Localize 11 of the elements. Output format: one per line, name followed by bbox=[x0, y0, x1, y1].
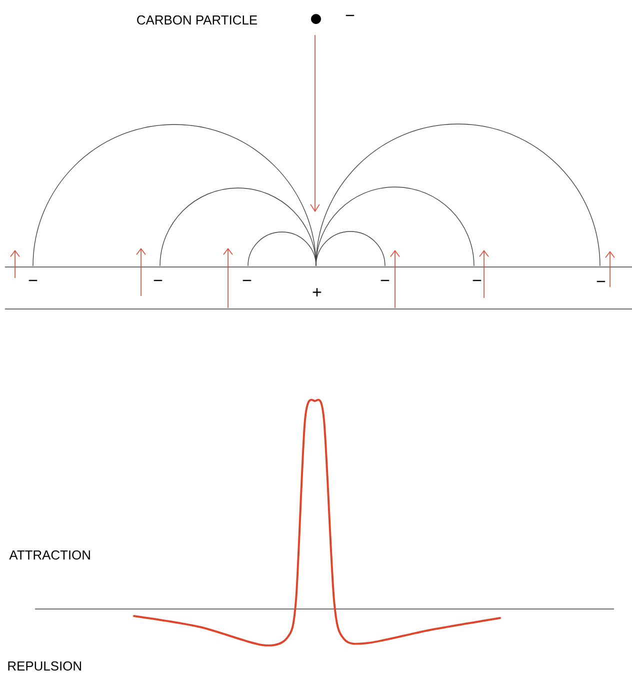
charge-sign: − bbox=[596, 280, 606, 282]
charge-sign: − bbox=[380, 280, 390, 282]
axis-label: REPULSION bbox=[8, 661, 81, 671]
charge-sign: − bbox=[154, 280, 162, 282]
charge-sign: + bbox=[312, 288, 322, 296]
charge-sign: − bbox=[472, 280, 482, 282]
particle-label: CARBON PARTICLE bbox=[137, 15, 257, 25]
axis-label: ATTRACTION bbox=[9, 550, 90, 560]
charge-sign: − bbox=[242, 280, 252, 282]
charge-sign: − bbox=[28, 280, 38, 282]
charge-sign: − bbox=[346, 14, 354, 16]
